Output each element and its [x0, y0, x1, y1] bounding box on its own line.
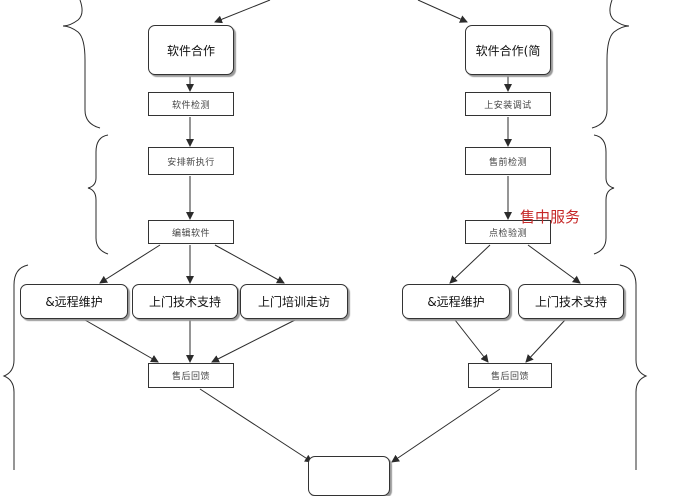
left-box-2: 软件检测 [148, 92, 234, 116]
final-box [308, 456, 390, 496]
right-merge-box: 售后回馈 [468, 363, 552, 388]
right-brace-mid [593, 134, 615, 255]
left-branch-training-label: 上门培训走访 [257, 295, 330, 309]
right-branch-remote: &远程维护 [402, 284, 510, 319]
right-box-3: 售前检测 [465, 147, 551, 175]
right-merge-box-label: 售后回馈 [490, 372, 529, 382]
left-box-3: 安排新执行 [148, 147, 234, 175]
left-brace-top [62, 0, 101, 129]
right-box-2-label: 上安装调试 [484, 100, 532, 111]
left-merge-box-label: 售后回馈 [171, 372, 210, 382]
right-branch-remote-label: &远程维护 [427, 295, 485, 309]
right-branch-onsite: 上门技术支持 [518, 284, 624, 319]
left-branch-training: 上门培训走访 [240, 284, 348, 319]
left-branch-onsite: 上门技术支持 [132, 284, 238, 319]
right-brace-bottom [619, 264, 648, 470]
left-brace-mid [87, 134, 109, 255]
connector [525, 319, 566, 363]
connector [454, 319, 489, 363]
left-box-2-label: 软件检测 [171, 100, 210, 111]
left-branch-remote: &远程维护 [20, 284, 128, 319]
left-branch-onsite-label: 上门技术支持 [148, 295, 221, 309]
left-top-box-label: 软件合作 [166, 43, 215, 58]
connector [99, 244, 161, 284]
right-brace-top [591, 0, 630, 129]
left-top-box: 软件合作 [148, 25, 234, 75]
annotation-in-sale-service: 售中服务 [520, 208, 581, 226]
connector [527, 244, 581, 284]
connector [417, 0, 468, 23]
right-box-4: 点检验测 [465, 220, 551, 244]
left-branch-remote-label: &远程维护 [45, 295, 103, 309]
connector [391, 388, 501, 463]
left-box-3-label: 安排新执行 [167, 157, 215, 168]
connector [214, 0, 271, 24]
right-top-box: 软件合作(简 [465, 25, 551, 75]
connector [199, 388, 313, 463]
left-box-4: 编辑软件 [148, 220, 234, 244]
right-box-3-label: 售前检测 [488, 157, 527, 168]
left-merge-box: 售后回馈 [148, 363, 234, 388]
connector [84, 319, 159, 363]
right-box-2: 上安装调试 [465, 92, 551, 116]
right-box-4-label: 点检验测 [488, 228, 527, 239]
flowchart-lines [2, 0, 648, 470]
connector [211, 319, 296, 363]
right-branch-onsite-label: 上门技术支持 [534, 295, 607, 309]
connector [449, 244, 491, 284]
left-brace-bottom [2, 264, 29, 470]
right-top-box-label: 软件合作(简 [475, 43, 541, 58]
left-box-4-label: 编辑软件 [171, 228, 210, 239]
connector [214, 244, 285, 284]
